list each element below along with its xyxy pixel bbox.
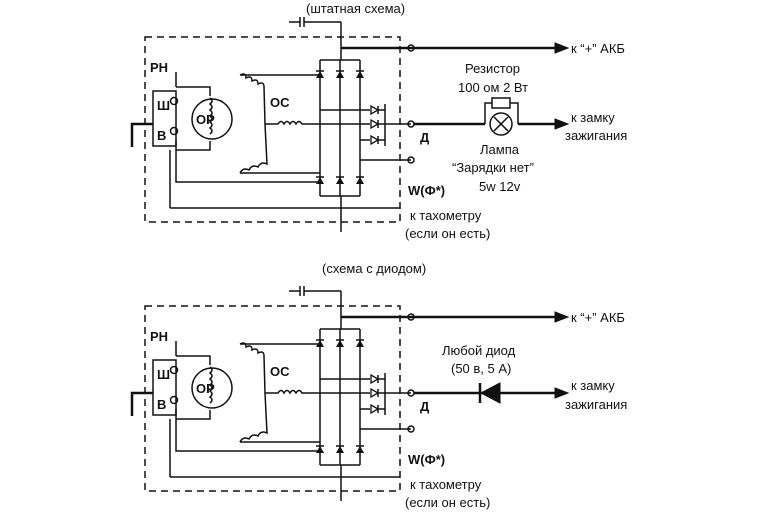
top-resistor-line1: Резистор [465,61,520,76]
bottom-diode [478,382,501,404]
top-ignition-line2: зажигания [565,128,627,143]
bottom-voltage-regulator: РН Ш В [130,329,179,416]
bottom-pn-label: РН [150,329,168,344]
top-generator-housing [144,36,401,223]
top-tacho-line1: к тахометру [410,208,482,223]
top-lamp-line3: 5w 12v [479,179,521,194]
top-capacitor [289,17,342,48]
top-resistor [484,97,519,124]
bottom-ignition-line1: к замку [571,378,615,393]
bottom-diode-line1: Любой диод [442,343,516,358]
top-outputs: к “+” АКБ Д к замку зажигания Резистор 1… [341,41,627,241]
bottom-diagram: (схема с диодом) РН Ш В ОР ОС [130,261,627,510]
bottom-d-label: Д [420,399,430,414]
bottom-rectifier-bridge [169,317,411,501]
top-rectifier-bridge [169,48,411,232]
bottom-v-label: В [157,397,166,412]
top-tacho-line2: (если он есть) [405,226,490,241]
bottom-generator-housing [144,305,401,492]
top-lamp-line2: “Зарядки нет” [452,160,534,175]
top-diagram: (штатная схема) РН Ш В ОР [130,1,627,241]
bottom-w-label: W(Ф*) [408,452,445,467]
bottom-tacho-line1: к тахометру [410,477,482,492]
bottom-akb-label: к “+” АКБ [571,310,625,325]
bottom-sh-label: Ш [157,367,170,382]
top-lamp-line1: Лампа [480,142,520,157]
top-stator: ОС [239,73,340,174]
bottom-title: (схема с диодом) [322,261,426,276]
top-w-label: W(Ф*) [408,183,445,198]
bottom-stator: ОС [239,342,340,443]
top-resistor-line2: 100 ом 2 Вт [458,80,528,95]
top-title: (штатная схема) [306,1,405,16]
top-v-label: В [157,128,166,143]
top-ignition-line1: к замку [571,110,615,125]
top-os-label: ОС [270,95,290,110]
bottom-ignition-line2: зажигания [565,397,627,412]
top-akb-label: к “+” АКБ [571,41,625,56]
bottom-capacitor [289,286,342,317]
top-rotor: ОР [176,86,233,151]
top-sh-label: Ш [157,98,170,113]
top-voltage-regulator: РН Ш В [130,60,179,147]
bottom-os-label: ОС [270,364,290,379]
top-lamp [489,112,513,136]
bottom-outputs: к “+” АКБ Д Любой диод (50 в, 5 А) к зам… [341,310,627,510]
bottom-diode-line2: (50 в, 5 А) [451,361,511,376]
bottom-rotor: ОР [176,355,233,420]
top-d-label: Д [420,130,430,145]
bottom-tacho-line2: (если он есть) [405,495,490,510]
top-pn-label: РН [150,60,168,75]
